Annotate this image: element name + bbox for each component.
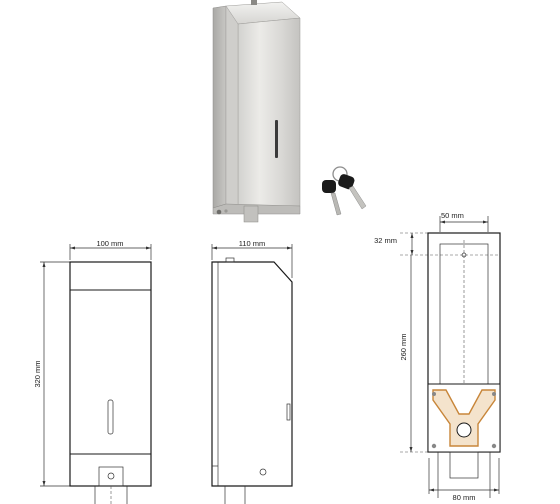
front-height-label: 320 mm [33,360,42,387]
front-width-label: 100 mm [96,239,123,248]
key-icon [322,180,342,216]
pump-bracket [427,383,501,453]
top-offset-label: 32 mm [374,236,397,245]
front-view-drawing: 100 mm 320 mm [33,239,152,504]
lock-icon [251,0,257,5]
dispenser-front-face [237,17,301,213]
level-window [275,120,278,158]
key-icon [338,174,367,210]
push-lever [243,205,259,223]
hole-spacing-label: 50 mm [441,211,464,220]
dispenser-photo [212,0,301,223]
side-depth-label: 110 mm [239,239,266,248]
hole-height-label: 260 mm [399,333,408,360]
mounting-view-drawing: 50 mm 32 mm 260 mm [374,211,501,502]
keys-photo [322,166,367,216]
bottom-width-label: 80 mm [453,493,476,502]
dispenser-side-panel [212,5,227,209]
side-view-drawing: 110 mm [211,239,293,504]
